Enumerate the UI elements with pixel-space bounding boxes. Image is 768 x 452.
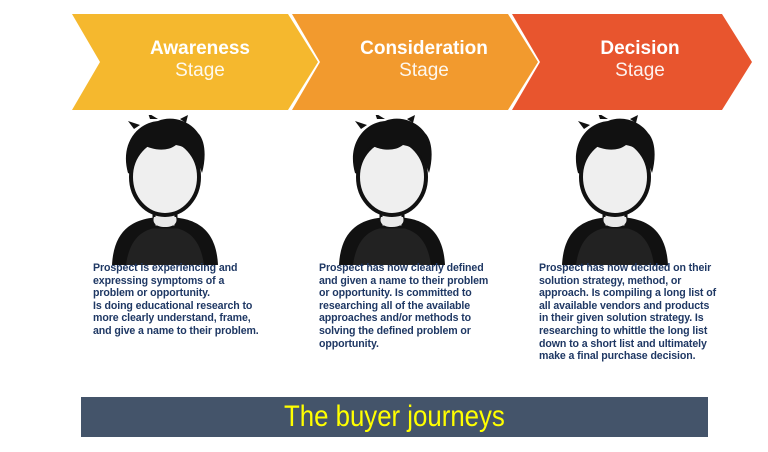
description-paragraph: Prospect has now clearly defined and giv… [319, 262, 489, 350]
stage-subtitle: Stage [615, 60, 665, 81]
person-avatar-icon [339, 115, 445, 265]
person-avatar-icon [112, 115, 218, 265]
awareness-stage-label: Awareness Stage [100, 38, 300, 82]
consideration-description: Prospect has now clearly defined and giv… [319, 262, 499, 350]
stage-title: Decision [600, 38, 680, 59]
stage-chevrons [72, 14, 752, 110]
description-paragraph: Is doing educational research to more cl… [93, 299, 259, 337]
stage-subtitle: Stage [399, 60, 449, 81]
person-avatar-icon [562, 115, 668, 265]
awareness-description: Prospect is experiencing and expressing … [93, 262, 268, 338]
stage-title: Awareness [150, 38, 250, 59]
stage-title: Consideration [360, 38, 488, 59]
decision-stage-label: Decision Stage [540, 38, 740, 82]
description-paragraph: Prospect has now decided on their soluti… [539, 262, 716, 363]
consideration-chevron [292, 14, 538, 110]
awareness-chevron [72, 14, 318, 110]
consideration-stage-label: Consideration Stage [324, 38, 524, 82]
title-banner: The buyer journeys [81, 397, 708, 437]
decision-chevron [512, 14, 752, 110]
description-paragraph: Prospect is experiencing and expressing … [93, 262, 238, 300]
stage-subtitle: Stage [175, 60, 225, 81]
banner-title: The buyer journeys [284, 400, 505, 433]
decision-description: Prospect has now decided on their soluti… [539, 262, 717, 363]
